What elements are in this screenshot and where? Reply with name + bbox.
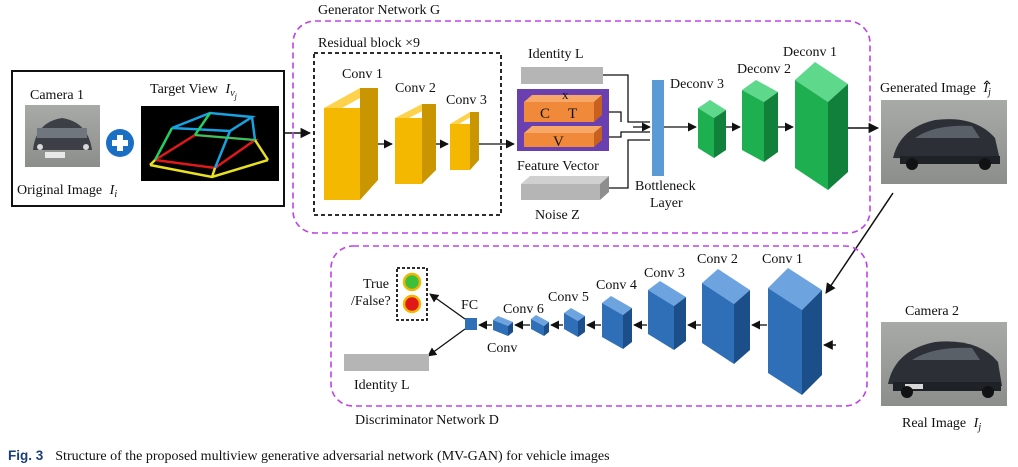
arrow-fc-identity	[427, 328, 466, 357]
feature-vector-block	[517, 89, 609, 151]
deconv2-block	[742, 80, 778, 162]
feature-t-label: T	[568, 106, 577, 122]
feature-v-label: V	[553, 134, 564, 150]
bottleneck-block	[652, 80, 664, 176]
deconv1-label: Deconv 1	[783, 45, 837, 60]
figure-caption: Fig. 3 Structure of the proposed multivi…	[8, 447, 610, 464]
gen-conv3-label: Conv 3	[446, 93, 487, 108]
disc-conv5-block	[564, 308, 585, 337]
feature-x-label: x	[562, 87, 569, 102]
discriminator-network: Discriminator Network D Conv 1 Conv 2 Co…	[330, 245, 868, 428]
arrow-generated-to-discriminator	[825, 192, 894, 294]
disc-conv1-block	[768, 268, 822, 395]
deconv3-label: Deconv 3	[670, 77, 724, 92]
gen-conv2-block	[395, 104, 436, 184]
target-view-label: Target View Ivj	[150, 82, 238, 101]
fc-block	[465, 318, 477, 330]
fc-label: FC	[461, 298, 478, 313]
true-indicator-icon	[402, 272, 422, 292]
truefalse-box	[396, 267, 428, 321]
target-view-image	[141, 106, 279, 181]
deconv3-block	[698, 100, 726, 158]
disc-conv6-block	[531, 315, 549, 336]
disc-conv5-label: Conv 5	[548, 290, 589, 305]
plus-circle-icon	[106, 129, 134, 157]
disc-conv1-label: Conv 1	[762, 252, 803, 267]
generated-image-label: Generated Image Ij	[880, 81, 991, 98]
gen-identity-block	[521, 67, 603, 84]
arrow-fc-truefalse	[429, 293, 466, 320]
generator-network: Generator Network G Residual block ×9 Co…	[292, 3, 871, 234]
true-label: True	[363, 277, 389, 292]
residual-block-border	[313, 52, 502, 216]
false-label: /False?	[351, 294, 391, 309]
gen-conv1-label: Conv 1	[342, 67, 383, 82]
original-image-label: Original Image Ii	[17, 183, 117, 200]
disc-conv3-block	[648, 281, 686, 350]
disc-conv-small-block	[493, 316, 513, 336]
gen-conv2-label: Conv 2	[395, 81, 436, 96]
gen-conv1-block	[324, 88, 378, 200]
disc-conv2-block	[702, 269, 750, 364]
camera2-label: Camera 2	[905, 304, 959, 319]
gen-conv3-block	[450, 112, 479, 170]
deconv1-block	[795, 62, 848, 190]
gen-identity-label: Identity L	[528, 47, 584, 62]
noise-block	[521, 176, 609, 200]
camera1-label: Camera 1	[30, 88, 84, 103]
bottleneck-label-1: Bottleneck	[635, 179, 696, 194]
discriminator-border	[330, 245, 868, 407]
residual-block-title: Residual block ×9	[318, 36, 420, 51]
generator-title: Generator Network G	[318, 3, 440, 18]
disc-identity-block	[344, 354, 429, 371]
generated-hat-accent	[983, 80, 991, 85]
real-image	[881, 322, 1007, 406]
input-block: Camera 1 Target View Ivj	[11, 70, 285, 207]
disc-identity-label: Identity L	[354, 378, 410, 393]
disc-conv4-block	[602, 296, 632, 349]
disc-conv-label: Conv	[487, 341, 517, 356]
disc-conv2-label: Conv 2	[697, 252, 738, 267]
input-block-border	[11, 70, 285, 207]
bottleneck-label-2: Layer	[650, 196, 683, 211]
original-image	[25, 105, 100, 167]
bottleneck-connectors	[603, 74, 650, 189]
disc-conv4-label: Conv 4	[596, 278, 637, 293]
feature-c-label: C	[540, 106, 550, 122]
generated-image	[881, 100, 1007, 184]
discriminator-title: Discriminator Network D	[355, 413, 499, 428]
noise-label: Noise Z	[535, 208, 580, 223]
disc-conv6-label: Conv 6	[503, 302, 544, 317]
disc-conv3-label: Conv 3	[644, 266, 685, 281]
real-image-label: Real Image Ij	[902, 416, 981, 433]
feature-vector-label: Feature Vector	[517, 159, 599, 174]
false-indicator-icon	[402, 294, 422, 314]
deconv2-label: Deconv 2	[737, 62, 791, 77]
